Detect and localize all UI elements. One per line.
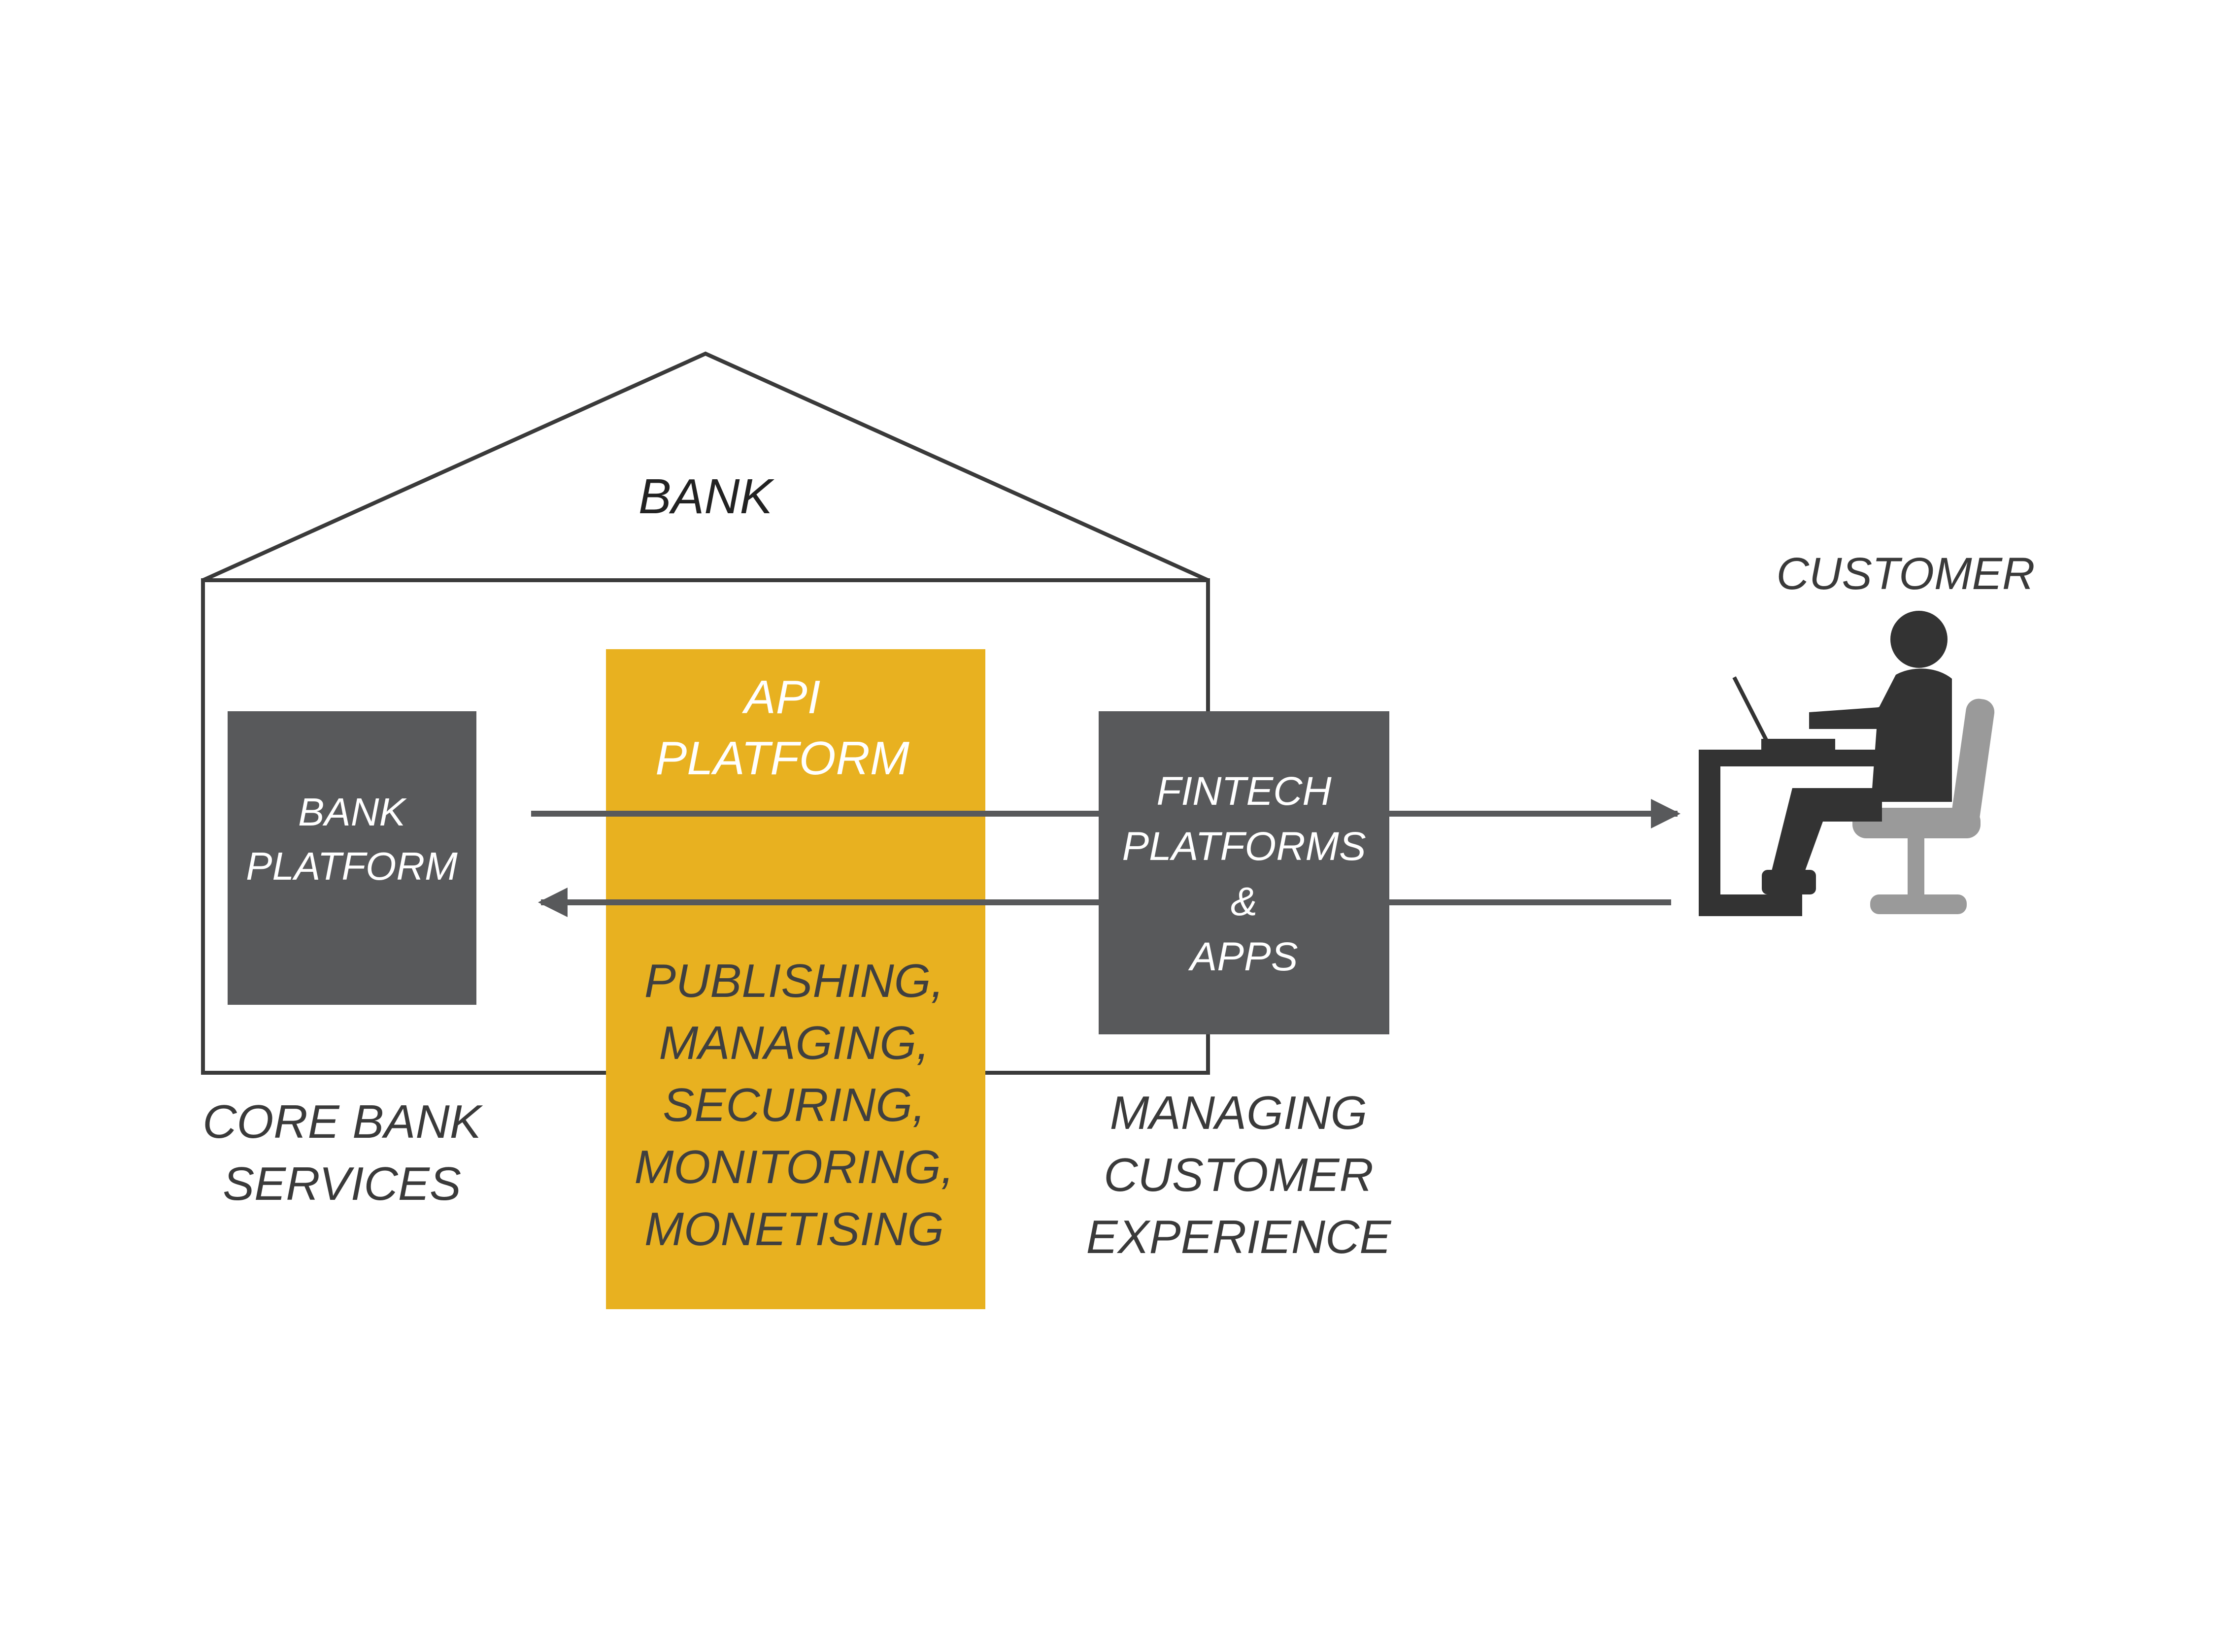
customer-experience-caption-line-1: MANAGING	[1110, 1087, 1368, 1139]
bank-title: BANK	[638, 469, 775, 524]
api-platform-title-line-2: PLATFORM	[655, 732, 909, 785]
laptop-icon	[1732, 676, 1835, 750]
bank-roof	[202, 351, 1209, 582]
person-icon	[1762, 611, 1952, 894]
core-bank-caption-line-1: CORE BANK	[202, 1095, 483, 1148]
fintech-line-4: APPS	[1188, 934, 1298, 979]
bank-platform-box	[228, 711, 476, 1005]
bank-platform-line-1: BANK	[298, 790, 407, 834]
chair-icon	[1852, 698, 1995, 914]
api-function-monetising: MONETISING	[644, 1203, 944, 1256]
api-platform-column	[606, 649, 985, 1309]
api-platform-title-line-1: API	[742, 671, 821, 724]
fintech-box	[1099, 711, 1389, 1034]
desk-icon	[1699, 750, 1886, 916]
api-function-publishing: PUBLISHING,	[644, 955, 944, 1007]
person-at-desk-icon	[1699, 611, 1995, 916]
fintech-line-2: PLATFORMS	[1122, 824, 1366, 869]
api-function-securing: SECURING,	[663, 1079, 925, 1131]
customer-label: CUSTOMER	[1777, 549, 2035, 599]
fintech-line-1: FINTECH	[1156, 769, 1332, 814]
customer-experience-caption-line-3: EXPERIENCE	[1086, 1211, 1392, 1263]
api-function-managing: MANAGING,	[659, 1017, 929, 1069]
fintech-line-3: &	[1231, 879, 1258, 924]
customer-experience-caption-line-2: CUSTOMER	[1104, 1149, 1374, 1201]
api-function-monitoring: MONITORING,	[635, 1141, 954, 1193]
core-bank-caption-line-2: SERVICES	[223, 1157, 461, 1210]
bank-platform-line-2: PLATFORM	[246, 844, 458, 888]
